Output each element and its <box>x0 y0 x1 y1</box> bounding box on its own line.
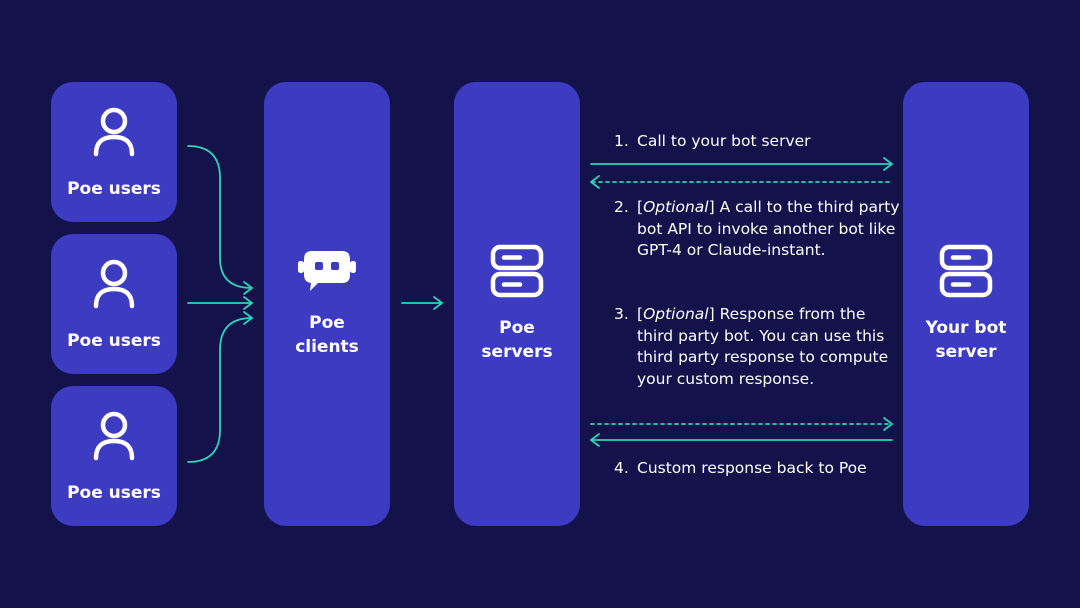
step-4: 4. Custom response back to Poe <box>614 459 867 477</box>
step-3: 3. [Optional] Response from the third pa… <box>614 305 889 388</box>
step-2: 2. [Optional] A call to the third party … <box>614 198 900 259</box>
poe-users-box-1: Poe users <box>51 82 177 222</box>
user-icon <box>92 259 136 315</box>
poe-users-box-2: Poe users <box>51 234 177 374</box>
bot-icon <box>296 249 358 297</box>
step-1: 1. Call to your bot server <box>614 132 811 150</box>
server-icon <box>939 244 993 302</box>
poe-users-label: Poe users <box>67 483 161 503</box>
user-icon <box>92 411 136 467</box>
user-to-clients-arrow-bottom <box>187 317 253 463</box>
server-icon <box>490 244 544 302</box>
user-to-clients-arrow-top <box>187 145 253 289</box>
poe-users-label: Poe users <box>67 331 161 351</box>
user-icon <box>92 107 136 163</box>
poe-users-box-3: Poe users <box>51 386 177 526</box>
poe-users-label: Poe users <box>67 179 161 199</box>
